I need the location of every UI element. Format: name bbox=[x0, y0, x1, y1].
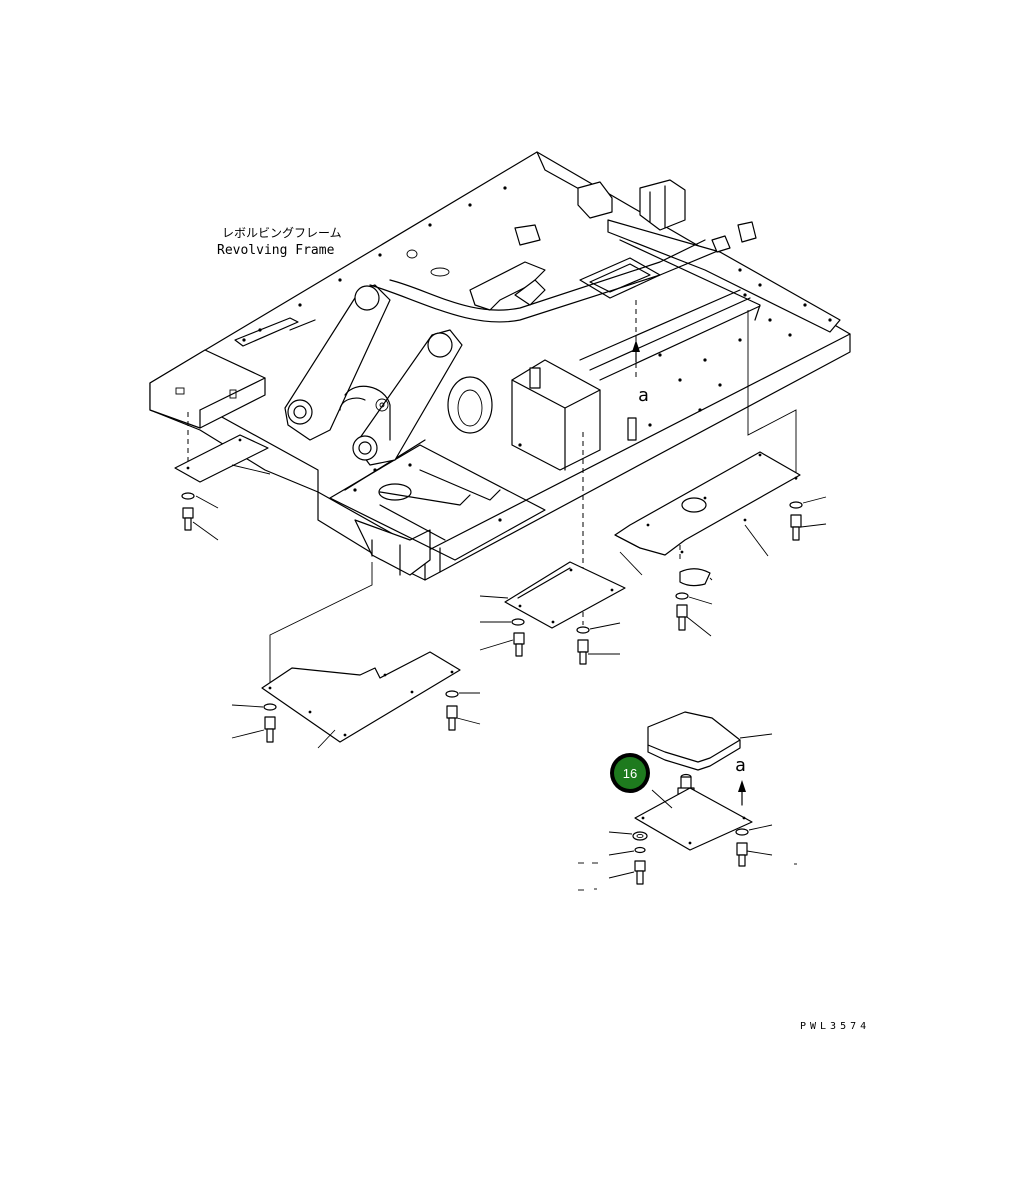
revolving-frame: a bbox=[149, 151, 851, 581]
frame-label: レボルビングフレーム Revolving Frame bbox=[217, 226, 342, 258]
callout-badge[interactable]: 16 bbox=[610, 753, 650, 793]
cover-plate-right bbox=[614, 451, 827, 637]
callout-badge-fill bbox=[614, 757, 646, 789]
frame-label-english: Revolving Frame bbox=[217, 243, 335, 258]
cover-plate-left-small bbox=[174, 434, 271, 541]
frame-label-japanese: レボルビングフレーム bbox=[222, 226, 342, 240]
frame-holes bbox=[242, 186, 832, 522]
drawing-code: PWL3574 bbox=[800, 1021, 870, 1032]
view-mark-upper: a bbox=[638, 385, 649, 406]
view-mark-lower: a bbox=[735, 755, 746, 776]
cover-plate-large bbox=[231, 651, 481, 749]
cover-plate-center bbox=[479, 561, 626, 665]
callout-number: 16 bbox=[623, 766, 637, 781]
detail-view-a: a bbox=[578, 711, 797, 891]
